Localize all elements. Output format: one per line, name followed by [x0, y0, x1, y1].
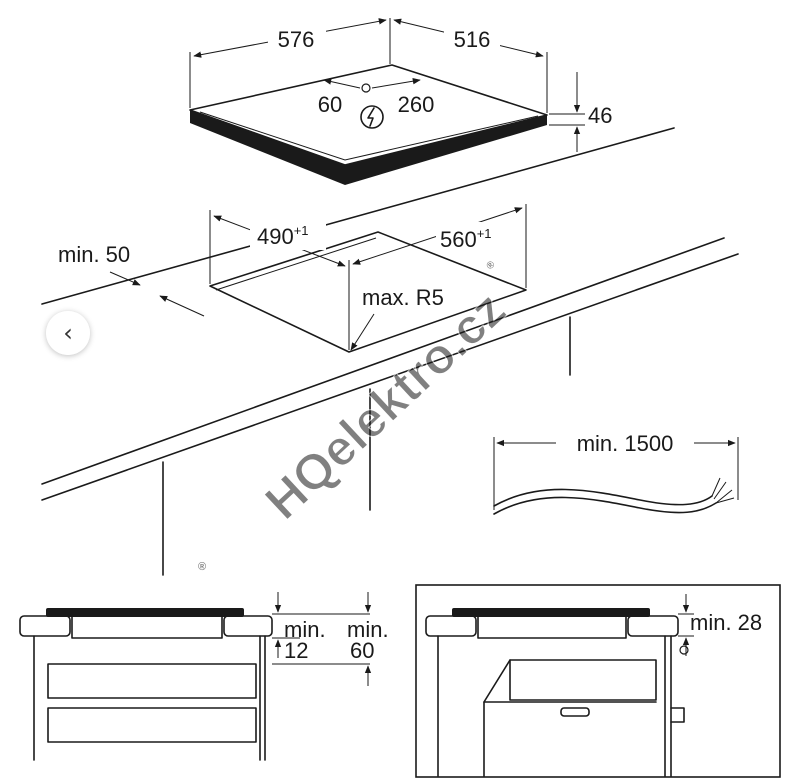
chevron-left-icon: ‹ — [63, 319, 73, 347]
cable-right-label: 260 — [398, 92, 435, 117]
clearance-right-drawing: min. 28 — [415, 584, 781, 778]
hob-depth-label: 516 — [454, 27, 491, 52]
cable-drawing: min. 1500 — [493, 431, 739, 515]
worktop-drawing: 490+1 560+1 max. R5 min. 50 — [41, 127, 739, 576]
cutout-depth-label: 560+1 — [440, 226, 492, 252]
cable-length-label: min. 1500 — [577, 431, 674, 456]
cutout-radius-label: max. R5 — [362, 285, 444, 310]
previous-image-button[interactable]: ‹ — [46, 311, 90, 355]
hob-width-label: 576 — [278, 27, 315, 52]
svg-text:®: ® — [485, 259, 498, 273]
hob-drawing: 576 516 60 260 46 — [189, 18, 612, 185]
clearance-a-min-label: min. — [284, 617, 326, 642]
clearance-b-value-label: 60 — [350, 638, 374, 663]
hob-height-label: 46 — [588, 103, 612, 128]
clearance-b-min-label: min. — [347, 617, 389, 642]
svg-text:HQelektro.cz: HQelektro.cz — [254, 281, 516, 530]
svg-text:®: ® — [198, 561, 206, 573]
cable-left-label: 60 — [318, 92, 342, 117]
clearance-right-label: min. 28 — [690, 610, 762, 635]
edge-distance-label: min. 50 — [58, 242, 130, 267]
clearance-left-drawing: min. 12 min. 60 — [19, 592, 389, 761]
electric-symbol-icon — [360, 105, 384, 129]
clearance-a-value-label: 12 — [284, 638, 308, 663]
watermark-logo: HQelektro.cz ® ® — [198, 259, 517, 573]
cutout-width-label: 490+1 — [257, 223, 309, 249]
